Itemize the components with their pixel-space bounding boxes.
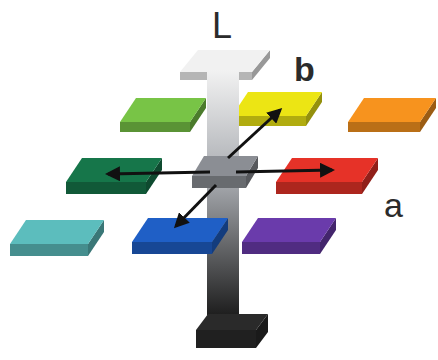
lightness-column <box>207 70 239 315</box>
color-tile <box>348 98 436 132</box>
color-tile <box>276 158 378 194</box>
color-tile <box>242 218 336 254</box>
color-tile <box>10 220 104 256</box>
axis-label: b <box>294 52 315 86</box>
axis-arrows <box>108 110 332 226</box>
color-tile <box>232 92 322 126</box>
axis-label: a <box>384 188 403 222</box>
color-tile <box>66 158 162 194</box>
color-tile <box>120 98 206 132</box>
axis-label: L <box>212 8 232 44</box>
color-tile <box>196 314 268 348</box>
